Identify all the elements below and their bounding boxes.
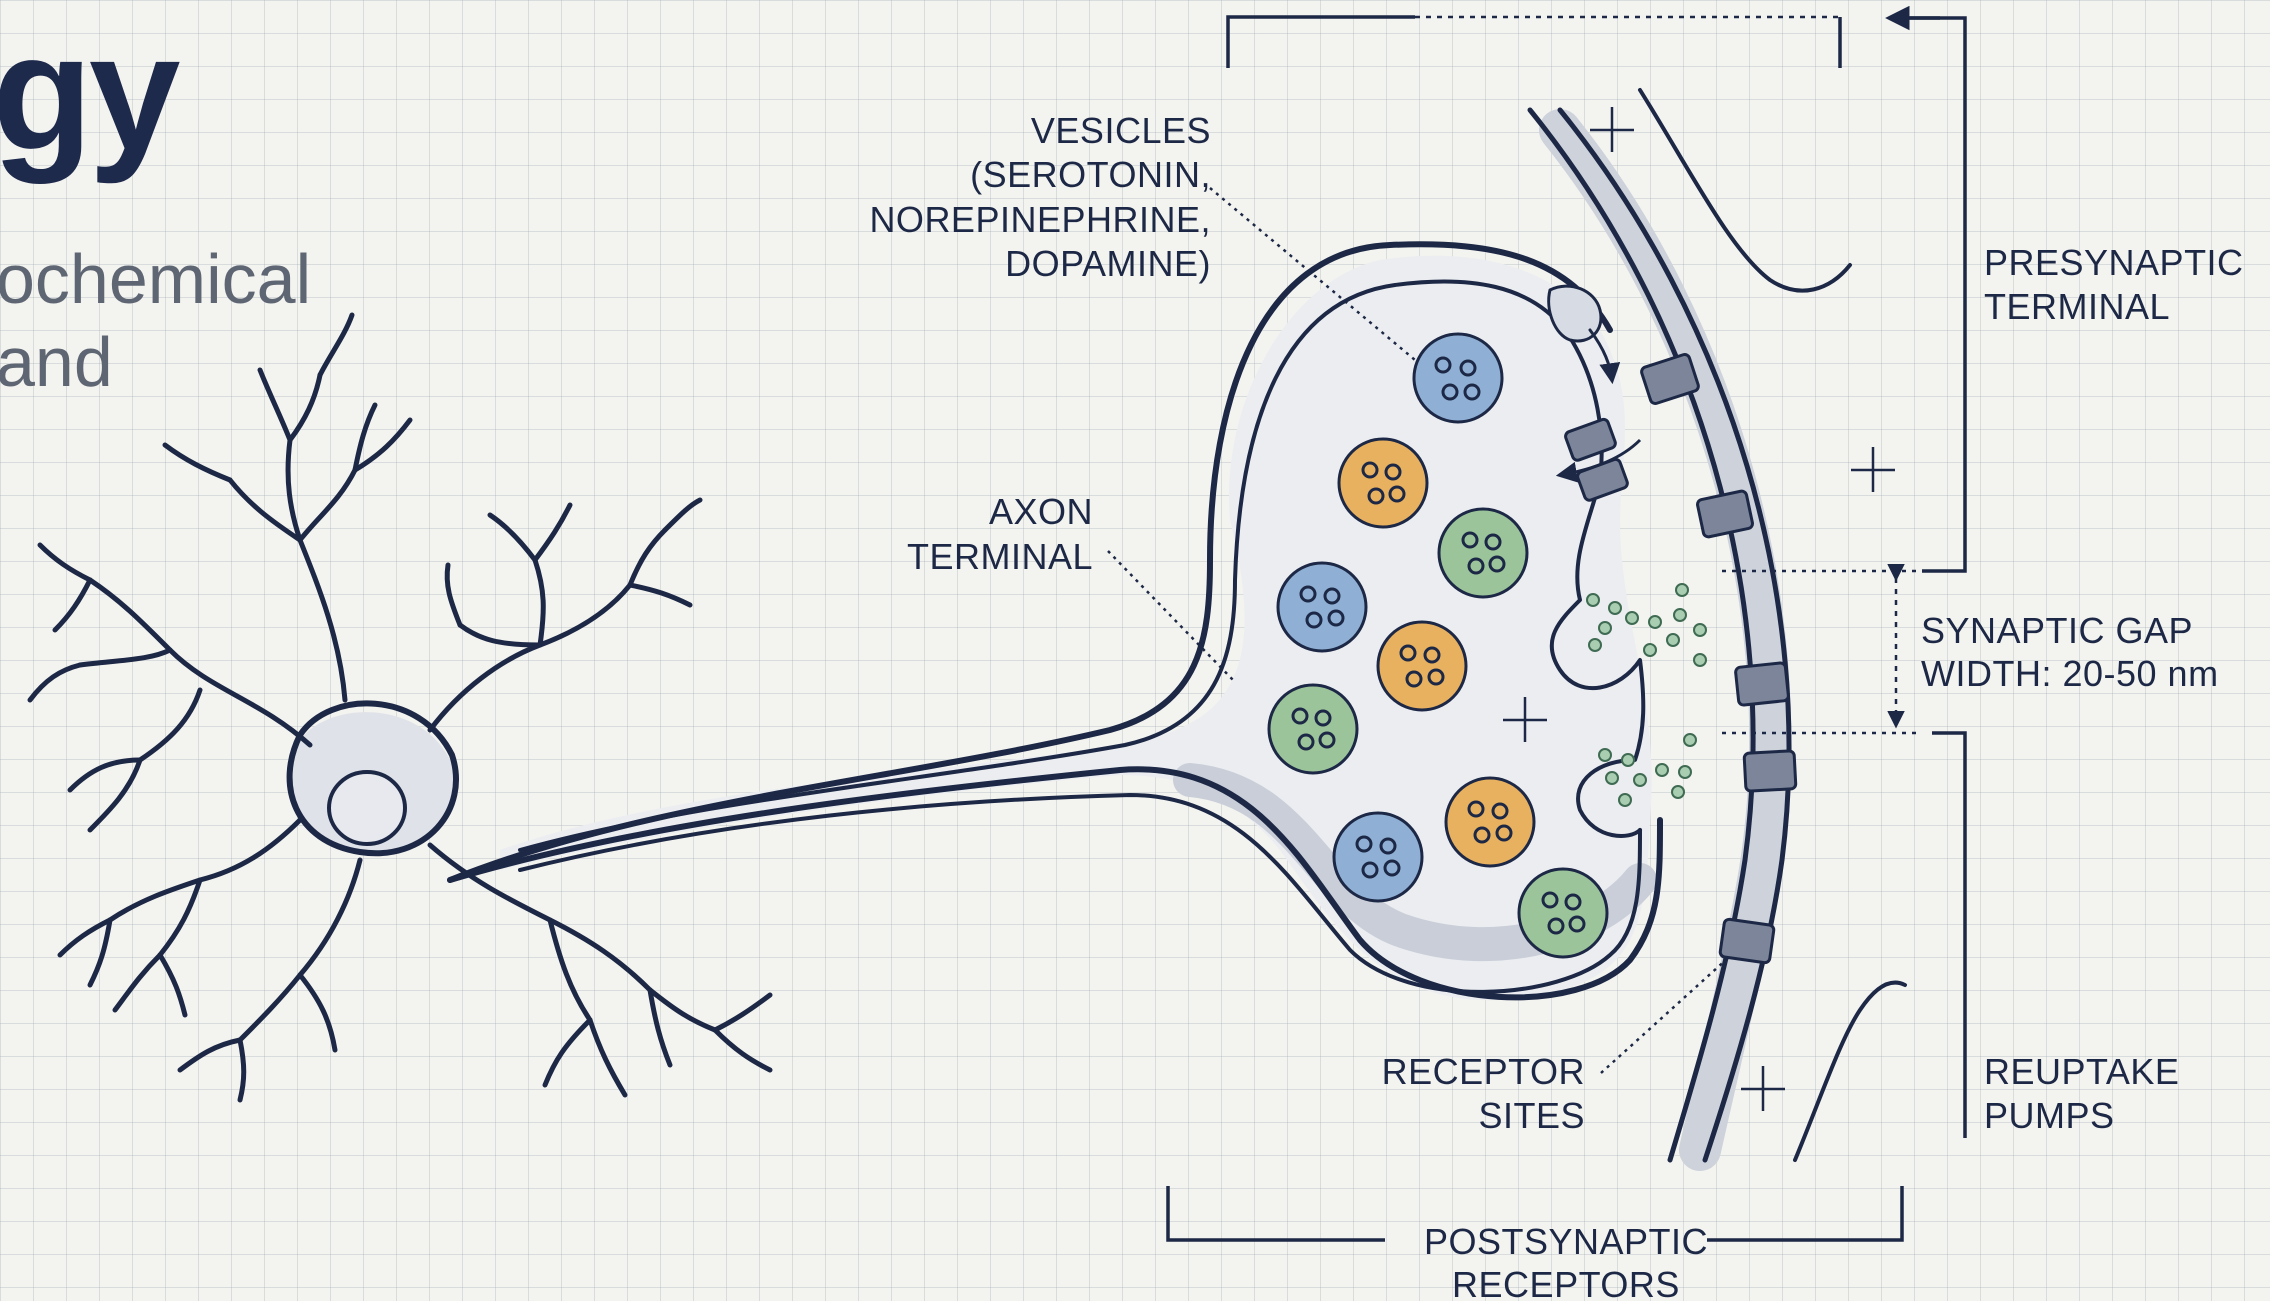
label-synaptic-gap: SYNAPTIC GAP WIDTH: 20-50 nm xyxy=(1921,610,2219,694)
svg-text:PRESYNAPTIC: PRESYNAPTIC xyxy=(1984,242,2244,283)
neuron-illustration xyxy=(30,315,770,1100)
label-vesicles: VESICLES (SEROTONIN, NOREPINEPHRINE, DOP… xyxy=(869,110,1211,284)
vesicle-norepinephrine xyxy=(1339,439,1427,527)
vesicle-dopamine xyxy=(1439,509,1527,597)
svg-text:SYNAPTIC GAP: SYNAPTIC GAP xyxy=(1921,610,2193,651)
vesicle-serotonin xyxy=(1278,563,1366,651)
vesicle-serotonin xyxy=(1414,334,1502,422)
label-receptor-sites: RECEPTOR SITES xyxy=(1382,1051,1585,1136)
label-postsynaptic-receptors: POSTSYNAPTIC RECEPTORS xyxy=(1424,1221,1708,1301)
svg-text:REUPTAKE: REUPTAKE xyxy=(1984,1051,2179,1092)
svg-text:PUMPS: PUMPS xyxy=(1984,1095,2115,1136)
label-axon-terminal: AXON TERMINAL xyxy=(907,491,1093,577)
svg-text:NOREPINEPHRINE,: NOREPINEPHRINE, xyxy=(869,199,1211,240)
vesicle-dopamine xyxy=(1519,869,1607,957)
vesicle-serotonin xyxy=(1334,813,1422,901)
svg-text:POSTSYNAPTIC: POSTSYNAPTIC xyxy=(1424,1221,1708,1262)
svg-text:DOPAMINE): DOPAMINE) xyxy=(1005,243,1211,284)
svg-text:TERMINAL: TERMINAL xyxy=(1984,286,2170,327)
vesicle-norepinephrine xyxy=(1378,622,1466,710)
svg-text:RECEPTORS: RECEPTORS xyxy=(1452,1264,1680,1301)
label-presynaptic-terminal: PRESYNAPTIC TERMINAL xyxy=(1984,242,2244,327)
svg-text:RECEPTOR: RECEPTOR xyxy=(1382,1051,1585,1092)
svg-text:SITES: SITES xyxy=(1478,1095,1585,1136)
svg-text:AXON: AXON xyxy=(989,491,1093,532)
label-reuptake-pumps: REUPTAKE PUMPS xyxy=(1984,1051,2179,1136)
neuron-nucleus xyxy=(329,772,405,844)
svg-text:(SEROTONIN,: (SEROTONIN, xyxy=(970,154,1211,195)
svg-text:VESICLES: VESICLES xyxy=(1031,110,1211,151)
svg-text:WIDTH: 20-50 nm: WIDTH: 20-50 nm xyxy=(1921,653,2219,694)
vesicle-dopamine xyxy=(1269,685,1357,773)
vesicle-norepinephrine xyxy=(1446,778,1534,866)
svg-text:TERMINAL: TERMINAL xyxy=(907,536,1093,577)
